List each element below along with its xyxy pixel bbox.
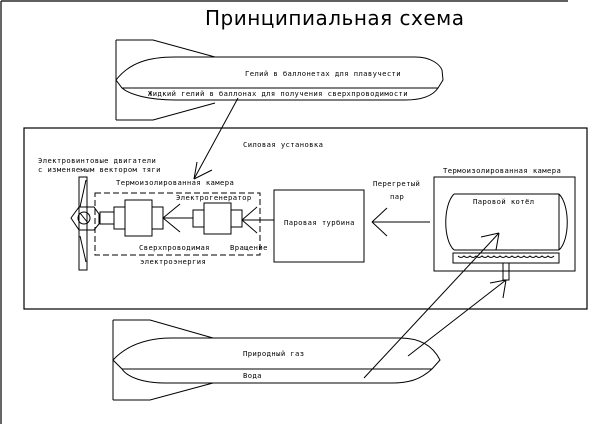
steam-label-1: Перегретый bbox=[373, 179, 420, 188]
arrow-turbine-to-generator bbox=[241, 206, 274, 234]
boiler-label: Паровой котёл bbox=[473, 197, 534, 206]
boiler-left-cap bbox=[445, 193, 455, 251]
water-label: Вода bbox=[243, 371, 262, 380]
tail-fin-upper bbox=[113, 319, 214, 339]
cold-chamber-label: Термоизолированная камера bbox=[116, 178, 234, 187]
propeller-hub bbox=[70, 206, 100, 231]
propeller-label-2: с изменяемым вектором тяги bbox=[38, 165, 161, 174]
arrow-boiler-to-turbine bbox=[371, 207, 430, 237]
diagram-title: Принципиальная схема bbox=[205, 6, 465, 30]
helium-buoyancy-label: Гелий в баллонетах для плавучести bbox=[245, 69, 401, 78]
airship-hull bbox=[115, 56, 444, 101]
motor-shaft bbox=[99, 211, 115, 225]
arrow-helium-to-chamber bbox=[193, 97, 239, 180]
burner-box bbox=[452, 252, 560, 264]
superconducting-motor bbox=[113, 199, 164, 237]
propeller-label-1: Электровинтовые двигатели bbox=[38, 156, 156, 165]
airship-gas-water: Природный газ Вода bbox=[112, 319, 441, 401]
rotation-label: Вращение bbox=[230, 243, 268, 252]
liquid-helium-label: Жидкий гелий в баллонах для получения св… bbox=[148, 89, 408, 98]
hot-chamber-label: Термоизолированная камера bbox=[443, 166, 561, 175]
boiler-right-cap bbox=[558, 193, 568, 251]
generator-label: Электрогенератор bbox=[176, 193, 252, 202]
steam-turbine-label: Паровая турбина bbox=[284, 218, 355, 227]
flame-icon bbox=[457, 255, 555, 258]
electricity-label: электроэнергия bbox=[140, 257, 206, 266]
superconducting-label: Сверхпроводимая bbox=[139, 243, 210, 252]
propeller-hub-circle bbox=[77, 211, 91, 225]
hot-chamber-box bbox=[433, 176, 576, 272]
airship-hull bbox=[112, 337, 441, 384]
cold-chamber-box bbox=[94, 192, 261, 256]
steam-label-2: пар bbox=[390, 192, 404, 201]
electric-generator bbox=[192, 202, 243, 235]
propeller-icon bbox=[70, 176, 100, 271]
tail-fin-lower bbox=[113, 382, 214, 401]
airship-helium: Гелий в баллонетах для плавучести Жидкий… bbox=[115, 39, 444, 121]
power-plant-label: Силовая установка bbox=[243, 140, 323, 149]
tail-fin-lower bbox=[116, 102, 216, 121]
arrow-water-to-boiler bbox=[363, 232, 500, 379]
steam-boiler bbox=[445, 193, 568, 251]
arrow-gas-to-burner bbox=[407, 279, 507, 357]
tail-fin-upper bbox=[116, 39, 216, 58]
power-plant-box bbox=[23, 127, 588, 310]
natural-gas-label: Природный газ bbox=[243, 349, 304, 358]
steam-turbine-box bbox=[273, 189, 365, 263]
arrow-generator-to-motor bbox=[162, 203, 193, 233]
